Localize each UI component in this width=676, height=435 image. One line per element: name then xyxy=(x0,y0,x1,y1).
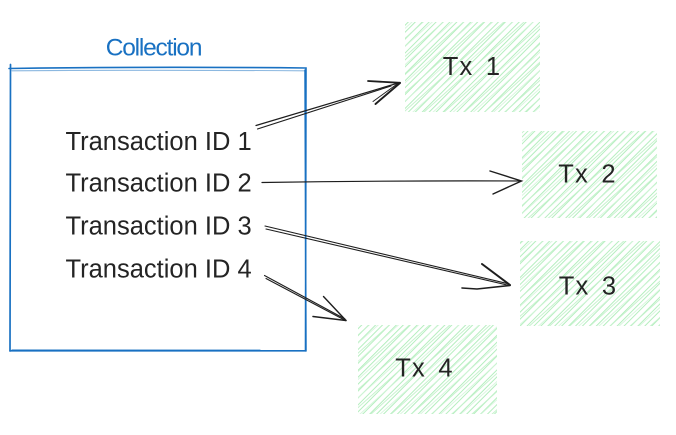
svg-text:Collection: Collection xyxy=(106,35,202,62)
svg-text:Transaction ID 3: Transaction ID 3 xyxy=(66,213,252,241)
svg-text:Transaction ID 4: Transaction ID 4 xyxy=(66,256,252,284)
svg-text:Tx 2: Tx 2 xyxy=(558,161,617,189)
svg-text:Tx 3: Tx 3 xyxy=(559,273,618,301)
svg-text:Tx 4: Tx 4 xyxy=(395,355,454,383)
svg-text:Transaction ID 2: Transaction ID 2 xyxy=(66,170,252,198)
svg-text:Transaction ID 1: Transaction ID 1 xyxy=(66,128,252,156)
svg-text:Tx 1: Tx 1 xyxy=(443,53,502,81)
